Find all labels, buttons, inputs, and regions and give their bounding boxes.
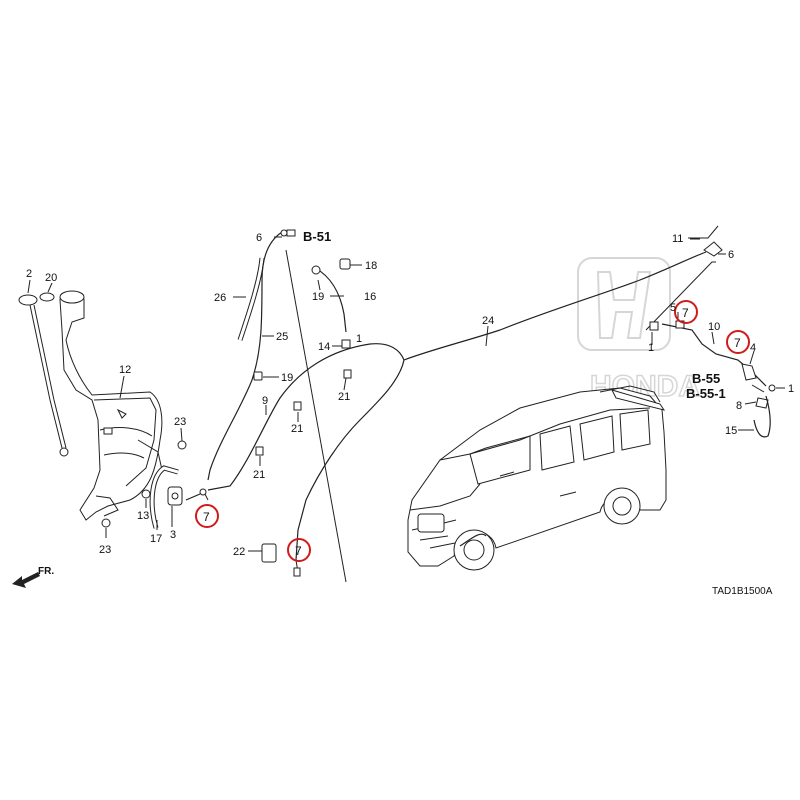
part-label: 5 [670, 302, 676, 314]
part-label: 2 [26, 268, 32, 280]
part-label: 21 [291, 423, 303, 435]
leader-lines [27, 236, 489, 574]
highlight-circles [195, 300, 750, 562]
part-label: 20 [45, 272, 57, 284]
part-label: 18 [365, 260, 377, 272]
part-label: 23 [99, 544, 111, 556]
part-label: 23 [174, 416, 186, 428]
part-label: 12 [119, 364, 131, 376]
part-label: 6 [728, 249, 734, 261]
part-label: 16 [364, 291, 376, 303]
part-label: 7 [682, 306, 689, 320]
part-label: 7 [734, 336, 741, 350]
part-label: 8 [736, 400, 742, 412]
rear-hoses [185, 229, 707, 577]
ref-label-b55-1: B-55-1 [686, 386, 726, 401]
ref-label-b51: B-51 [303, 229, 331, 244]
highlight-part-7a [195, 504, 219, 528]
part-label: 24 [482, 315, 494, 327]
front-direction-arrow: FR. [12, 566, 54, 588]
part-label: 14 [318, 341, 330, 353]
highlight-part-7d [726, 330, 750, 354]
part-label: 9 [262, 395, 268, 407]
part-label: 21 [338, 391, 350, 403]
part-label: 15 [725, 425, 737, 437]
part-label: 3 [170, 529, 176, 541]
part-labels: 2 20 12 23 23 13 17 3 7 6 26 25 19 9 21 … [26, 232, 794, 558]
part-label: 7 [295, 544, 302, 558]
highlight-part-7c [674, 300, 698, 324]
part-label: 21 [253, 469, 265, 481]
part-label: 17 [150, 533, 162, 545]
part-label: 11 [672, 233, 683, 245]
tailgate-section [645, 225, 785, 438]
ref-label-b55: B-55 [692, 371, 720, 386]
part-label: 26 [214, 292, 226, 304]
part-label: 4 [750, 342, 756, 354]
part-label: 7 [203, 510, 210, 524]
drawing-code: TAD1B1500A [712, 586, 773, 597]
part-label: 1 [356, 333, 362, 345]
part-label: 10 [708, 321, 720, 333]
section-divider [285, 249, 347, 583]
part-label: 1 [788, 383, 794, 395]
direction-label: FR. [38, 566, 54, 577]
part-label: 13 [137, 510, 149, 522]
vehicle-illustration [407, 385, 667, 571]
highlight-part-7b [287, 538, 311, 562]
part-label: 6 [256, 232, 262, 244]
washer-reservoir [18, 290, 187, 529]
part-label: 1 [648, 342, 654, 354]
part-label: 19 [312, 291, 324, 303]
part-label: 22 [233, 546, 245, 558]
part-label: 25 [276, 331, 288, 343]
part-label: 19 [281, 372, 293, 384]
